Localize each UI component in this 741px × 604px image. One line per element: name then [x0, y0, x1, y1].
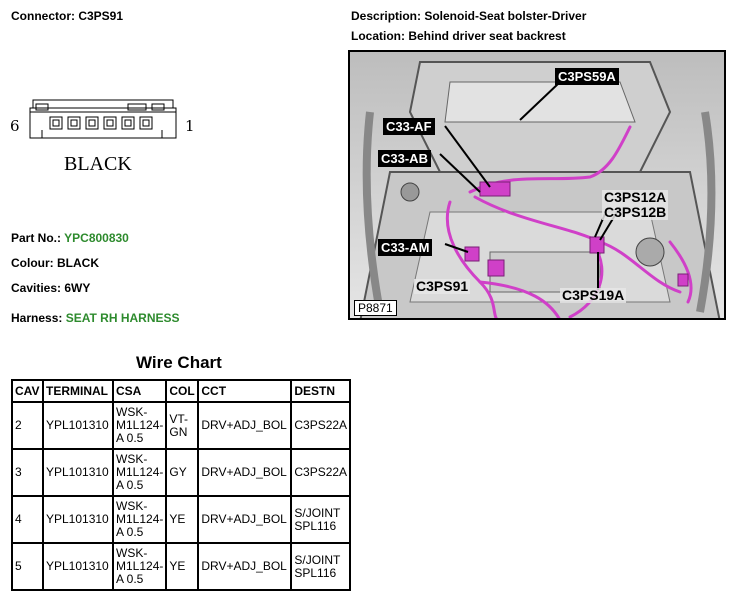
- col-header-csa: CSA: [111, 379, 168, 403]
- cell-destn: C3PS22A: [290, 401, 352, 450]
- cell-destn: C3PS22A: [290, 448, 352, 497]
- cell-destn: S/JOINT SPL116: [290, 495, 352, 544]
- cell-csa: WSK-M1L124-A 0.5: [111, 495, 168, 544]
- cell-destn: S/JOINT SPL116: [290, 542, 352, 591]
- table-header-row: CAV TERMINAL CSA COL CCT DESTN: [11, 379, 352, 403]
- cell-terminal: YPL101310: [42, 448, 114, 497]
- cell-col: VT-GN: [165, 401, 200, 450]
- table-row: 3 YPL101310 WSK-M1L124-A 0.5 GY DRV+ADJ_…: [11, 448, 352, 497]
- connector-diagram: 6 1 BLACK: [8, 95, 198, 185]
- connector-label: Connector: C3PS91: [11, 9, 124, 23]
- part-number-value: YPC800830: [64, 231, 129, 245]
- callout-c3ps19a: C3PS19A: [560, 287, 627, 303]
- col-header-col: COL: [165, 379, 200, 403]
- col-header-terminal: TERMINAL: [42, 379, 114, 403]
- table-row: 5 YPL101310 WSK-M1L124-A 0.5 YE DRV+ADJ_…: [11, 542, 352, 591]
- wire-chart-title: Wire Chart: [136, 353, 222, 372]
- callout-c33-af: C33-AF: [383, 118, 435, 135]
- pin-number-right: 1: [185, 117, 195, 135]
- pin-number-left: 6: [10, 117, 20, 135]
- cell-terminal: YPL101310: [42, 401, 114, 450]
- cell-col: YE: [165, 495, 200, 544]
- connector-outline-icon: [29, 99, 177, 139]
- col-header-cct: CCT: [197, 379, 293, 403]
- cell-col: YE: [165, 542, 200, 591]
- harness: Harness: SEAT RH HARNESS: [11, 311, 180, 325]
- callout-c3ps12b: C3PS12B: [602, 204, 669, 220]
- table-row: 2 YPL101310 WSK-M1L124-A 0.5 VT-GN DRV+A…: [11, 401, 352, 450]
- colour-label: Colour: BLACK: [11, 256, 99, 270]
- cell-csa: WSK-M1L124-A 0.5: [111, 542, 168, 591]
- part-number: Part No.: YPC800830: [11, 231, 129, 245]
- seat-frame-illustration: [350, 52, 724, 318]
- callout-c33-am: C33-AM: [378, 239, 433, 256]
- location-photo: C3PS59A C33-AF C33-AB C3PS12A C3PS12B C3…: [348, 50, 726, 320]
- cell-col: GY: [165, 448, 200, 497]
- harness-label: Harness:: [11, 311, 63, 325]
- cell-cct: DRV+ADJ_BOL: [197, 401, 293, 450]
- col-header-cav: CAV: [11, 379, 44, 403]
- cell-cav: 4: [11, 495, 44, 544]
- part-number-label: Part No.:: [11, 231, 62, 245]
- cell-cav: 2: [11, 401, 44, 450]
- location-label: Location: Behind driver seat backrest: [351, 29, 566, 43]
- cell-terminal: YPL101310: [42, 542, 114, 591]
- wire-chart-table: CAV TERMINAL CSA COL CCT DESTN 2 YPL1013…: [11, 379, 352, 591]
- table-row: 4 YPL101310 WSK-M1L124-A 0.5 YE DRV+ADJ_…: [11, 495, 352, 544]
- harness-value: SEAT RH HARNESS: [65, 311, 180, 325]
- cell-terminal: YPL101310: [42, 495, 114, 544]
- cell-cav: 5: [11, 542, 44, 591]
- description-label: Description: Solenoid-Seat bolster-Drive…: [351, 9, 587, 23]
- connector-color-label: BLACK: [64, 153, 132, 175]
- callout-c3ps12a: C3PS12A: [602, 189, 669, 205]
- cell-cct: DRV+ADJ_BOL: [197, 542, 293, 591]
- cell-cct: DRV+ADJ_BOL: [197, 448, 293, 497]
- cell-csa: WSK-M1L124-A 0.5: [111, 401, 168, 450]
- cell-cav: 3: [11, 448, 44, 497]
- cavities-label: Cavities: 6WY: [11, 281, 91, 295]
- photo-reference: P8871: [354, 300, 397, 316]
- callout-c3ps91: C3PS91: [414, 278, 471, 294]
- callout-c3ps59a: C3PS59A: [555, 68, 619, 85]
- callout-c33-ab: C33-AB: [378, 150, 431, 167]
- cell-csa: WSK-M1L124-A 0.5: [111, 448, 168, 497]
- col-header-destn: DESTN: [290, 379, 352, 403]
- cell-cct: DRV+ADJ_BOL: [197, 495, 293, 544]
